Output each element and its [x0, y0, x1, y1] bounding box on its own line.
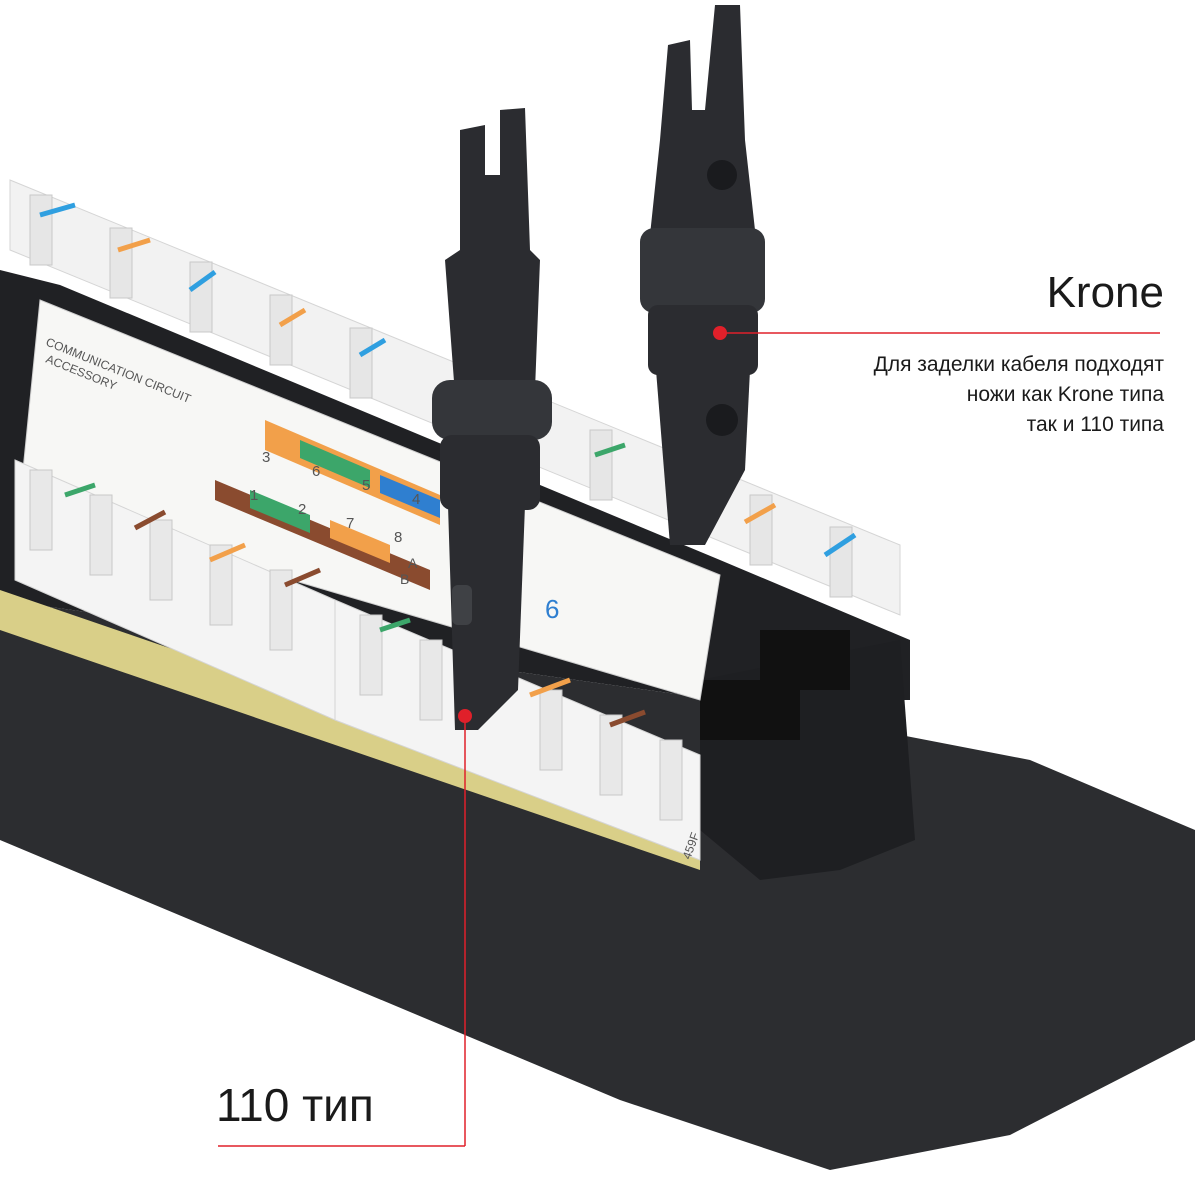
- pin-number: 2: [298, 501, 306, 518]
- krone-description-line: Для заделки кабеля подходят: [873, 353, 1164, 376]
- krone-callout-description: Для заделки кабеля подходят ножи как Kro…: [874, 350, 1164, 440]
- type110-leader-dot: [458, 709, 472, 723]
- wiring-diagram: [215, 420, 440, 590]
- krone-callout-title: Krone: [1046, 268, 1164, 317]
- pin-number: 3: [262, 449, 270, 466]
- idc-color-marks-bottom: [64, 482, 646, 728]
- category-mark: 6: [545, 594, 559, 624]
- krone-description-line: так и 110 типа: [1026, 413, 1164, 436]
- pin-number: 8: [394, 529, 402, 546]
- wiring-legend: AB: [400, 555, 418, 587]
- pin-number: 6: [312, 463, 320, 480]
- tool-krone: [640, 5, 765, 545]
- type110-callout-title: 110 тип: [216, 1079, 374, 1131]
- ear-slot-2: [700, 680, 800, 740]
- pin-number: 7: [346, 515, 354, 532]
- idc-teeth-bottom: [29, 469, 683, 821]
- tool-110-type: [432, 108, 552, 730]
- pin-numbers-bottom: 1 2 7 8: [250, 487, 402, 546]
- krone-description-line: ножи как Krone типа: [966, 383, 1164, 406]
- pin-numbers-top: 3 6 5 4: [262, 449, 420, 508]
- pin-number: A: [408, 555, 418, 571]
- idc-color-marks-top: [39, 202, 857, 558]
- pcb-strip: [0, 590, 700, 870]
- pin-number: 5: [362, 477, 370, 494]
- pin-number: B: [400, 571, 409, 587]
- pin-number: 4: [412, 491, 420, 508]
- pin-number: 1: [250, 487, 258, 504]
- krone-leader-dot: [713, 326, 727, 340]
